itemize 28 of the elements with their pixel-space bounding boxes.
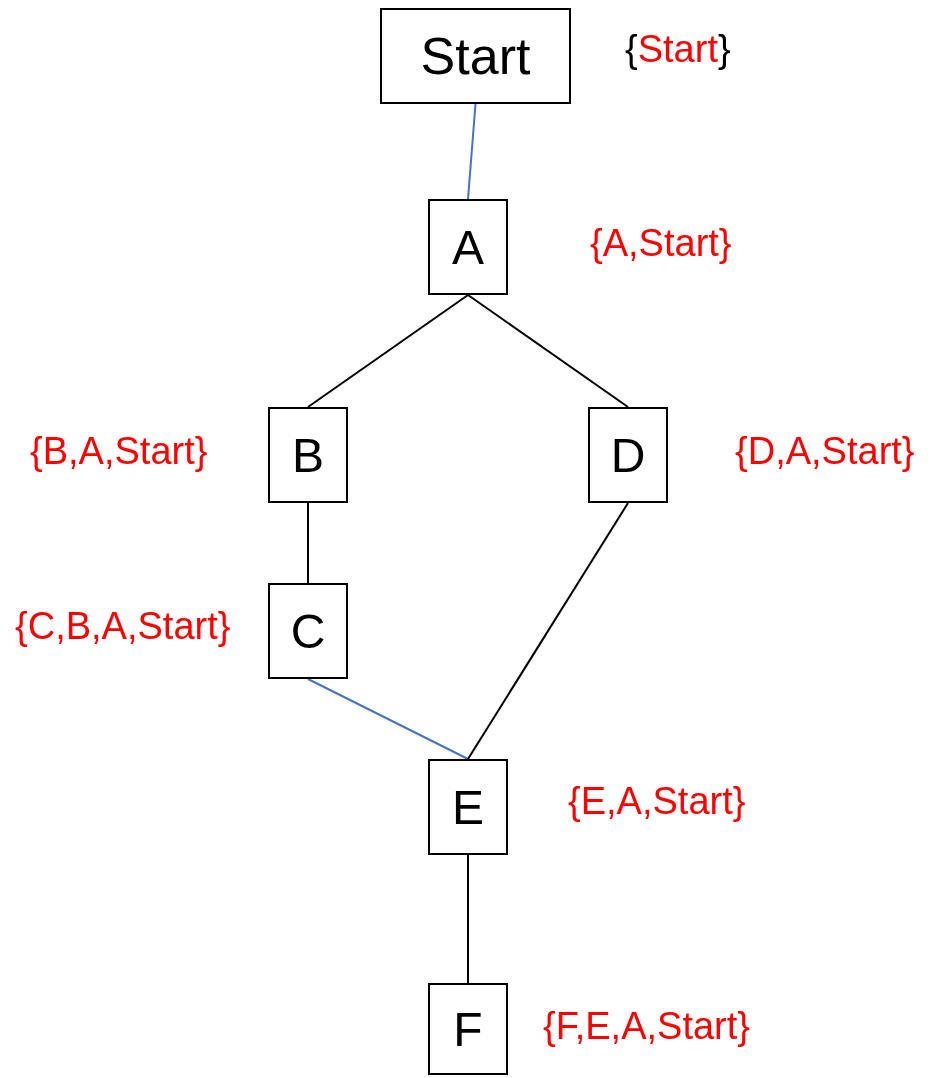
- node-label: A: [452, 219, 484, 275]
- node-box: [428, 983, 508, 1075]
- node-label: Start: [420, 26, 531, 86]
- node-box: [268, 407, 348, 503]
- set-label: {C,B,A,Start}: [15, 607, 231, 645]
- node-label: F: [453, 1001, 483, 1057]
- set-label: {F,E,A,Start}: [543, 1007, 750, 1045]
- set-label: {B,A,Start}: [30, 432, 208, 470]
- set-label: {A,Start}: [590, 224, 732, 262]
- node-label: D: [610, 427, 646, 483]
- node-box: [268, 583, 348, 679]
- node-label: E: [452, 779, 484, 835]
- connector-line: [467, 103, 477, 200]
- connector-line: [467, 854, 469, 984]
- connector-line: [467, 294, 629, 408]
- node-label: C: [290, 603, 326, 659]
- connector-line: [307, 678, 469, 760]
- connector-line: [467, 502, 629, 760]
- set-label: {E,A,Start}: [568, 782, 746, 820]
- node-box: [588, 407, 668, 503]
- set-label: {Start}: [625, 30, 731, 68]
- set-label: {D,A,Start}: [735, 432, 915, 470]
- node-box: [428, 199, 508, 295]
- node-box: [380, 8, 571, 104]
- connector-line: [307, 502, 309, 584]
- connector-line: [307, 294, 469, 408]
- node-label: B: [292, 427, 324, 483]
- node-box: [428, 759, 508, 855]
